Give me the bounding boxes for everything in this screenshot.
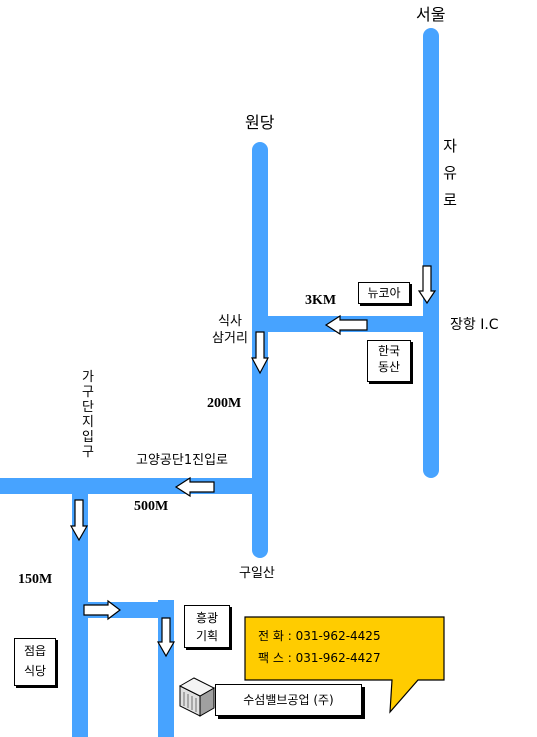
building-icon — [178, 677, 216, 717]
contact-info: 전 화 : 031-962-4425 팩 스 : 031-962-4427 — [258, 625, 408, 669]
callout-bubble — [244, 616, 445, 714]
label-goyang-entrance: 고양공단1진입로 — [136, 453, 228, 468]
label-jayuro: 자유로 — [443, 137, 457, 209]
label-500m: 500M — [134, 499, 169, 514]
label-150m: 150M — [18, 572, 53, 587]
hanguk-line2: 동산 — [377, 360, 401, 374]
jeomeup-line2: 식당 — [23, 664, 47, 678]
direction-arrows — [69, 265, 437, 658]
contact-phone: 전 화 : 031-962-4425 — [258, 629, 381, 643]
arrow-down-gugu — [69, 499, 89, 542]
jeomeup-line1: 점읍 — [23, 644, 47, 658]
arrow-down-siksa — [251, 331, 269, 375]
company-name: 수섬밸브공업 (주) — [215, 684, 362, 716]
label-newcore: 뉴코아 — [358, 282, 410, 304]
arrow-left-goyang — [174, 476, 215, 498]
contact-fax: 팩 스 : 031-962-4427 — [258, 651, 381, 665]
label-guilsan: 구일산 — [239, 566, 275, 581]
contact-callout — [244, 616, 445, 714]
label-gugu-entrance: 가구단지입구 — [82, 370, 94, 460]
label-wondang: 원당 — [245, 113, 275, 132]
label-siksa-crossroad: 식사 삼거리 — [209, 313, 251, 347]
arrow-right-branch — [83, 599, 121, 621]
heunggwang-line2: 기획 — [195, 629, 219, 643]
siksa-line2: 삼거리 — [212, 331, 248, 346]
label-3km: 3KM — [305, 293, 337, 308]
hanguk-line1: 한국 — [377, 344, 401, 358]
label-jeomeup-restaurant: 점읍 식당 — [14, 638, 56, 686]
label-heunggwang: 흥광 기획 — [184, 605, 230, 648]
arrow-down-jayuro — [417, 265, 437, 305]
label-seoul: 서울 — [416, 5, 446, 24]
arrow-down-heunggwang — [156, 617, 176, 658]
arrow-left-3km — [324, 314, 368, 336]
heunggwang-line1: 흥광 — [195, 611, 219, 625]
siksa-line1: 식사 — [218, 314, 242, 329]
label-hanguk-dongsan: 한국 동산 — [367, 340, 411, 382]
label-200m: 200M — [207, 396, 242, 411]
building-roof — [178, 677, 216, 697]
label-janghang-ic: 장항 I.C — [450, 317, 499, 333]
